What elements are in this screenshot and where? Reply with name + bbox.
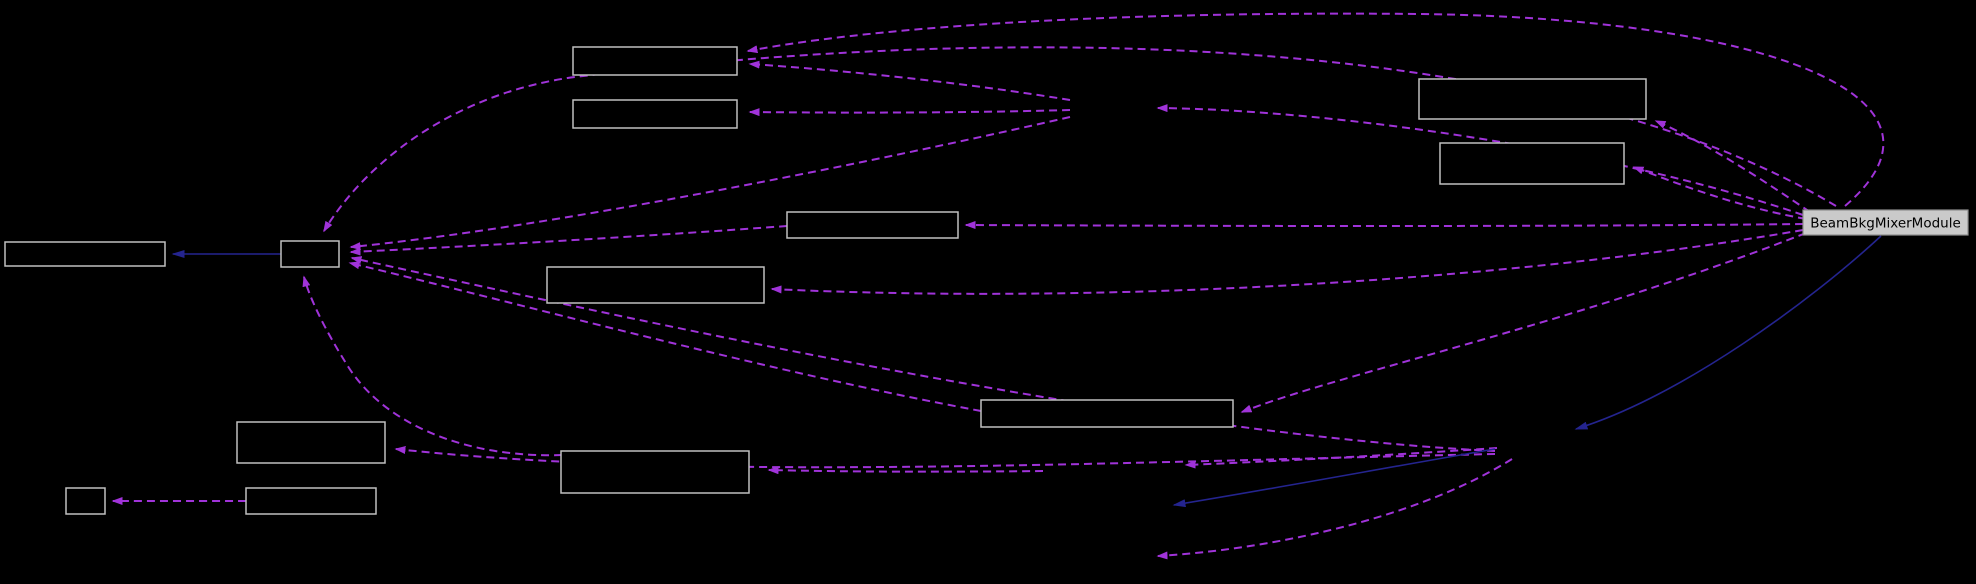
graph-node-1[interactable] xyxy=(572,46,738,76)
graph-node-5[interactable] xyxy=(786,211,959,239)
graph-node-10[interactable] xyxy=(236,421,386,464)
graph-node-3[interactable] xyxy=(1418,78,1647,120)
edge-main-to-node8 xyxy=(770,229,1804,295)
edge-node9-to-node7 xyxy=(348,261,982,412)
edge-hiddenright-to-node7 xyxy=(350,256,1496,452)
edge-hiddenright-to-hidden2 xyxy=(1184,447,1498,469)
graph-node-6[interactable] xyxy=(4,241,166,267)
edge-hiddenright-down-left xyxy=(1172,448,1496,508)
edge-top-arc-to-node1 xyxy=(746,12,1885,207)
edge-node5-to-node7 xyxy=(349,225,788,256)
edge-main-to-node4 xyxy=(1632,166,1807,220)
edge-main-to-hidden-top xyxy=(1156,104,1804,216)
edge-hiddenright-to-node10 xyxy=(394,446,1496,469)
edge-hiddenright-to-bottom xyxy=(1156,458,1513,560)
graph-node-8[interactable] xyxy=(546,266,765,304)
graph-node-11[interactable] xyxy=(560,450,750,494)
edge-hiddentop-to-node2 xyxy=(748,108,1071,117)
graph-node-2[interactable] xyxy=(572,99,738,129)
edge-hiddentop-to-node1 xyxy=(748,60,1071,101)
graph-node-9[interactable] xyxy=(980,399,1234,428)
edge-hiddentop-to-node7 xyxy=(349,116,1071,251)
graph-node-main-label: BeamBkgMixerModule xyxy=(1810,216,1961,232)
graph-node-4[interactable] xyxy=(1439,142,1625,185)
graph-node-main[interactable] xyxy=(1802,209,1969,236)
edge-main-to-node5 xyxy=(964,221,1804,230)
edge-node11-to-node7 xyxy=(302,275,602,457)
graph-node-12[interactable] xyxy=(65,487,106,515)
edge-main-to-hiddenright xyxy=(1574,235,1882,430)
graph-node-13[interactable] xyxy=(245,487,377,515)
edge-hidden2-to-node11 xyxy=(767,466,1044,475)
graph-node-7[interactable] xyxy=(280,240,340,268)
edge-main-to-node3 xyxy=(1654,120,1811,213)
edge-main-to-node9 xyxy=(1240,232,1807,413)
